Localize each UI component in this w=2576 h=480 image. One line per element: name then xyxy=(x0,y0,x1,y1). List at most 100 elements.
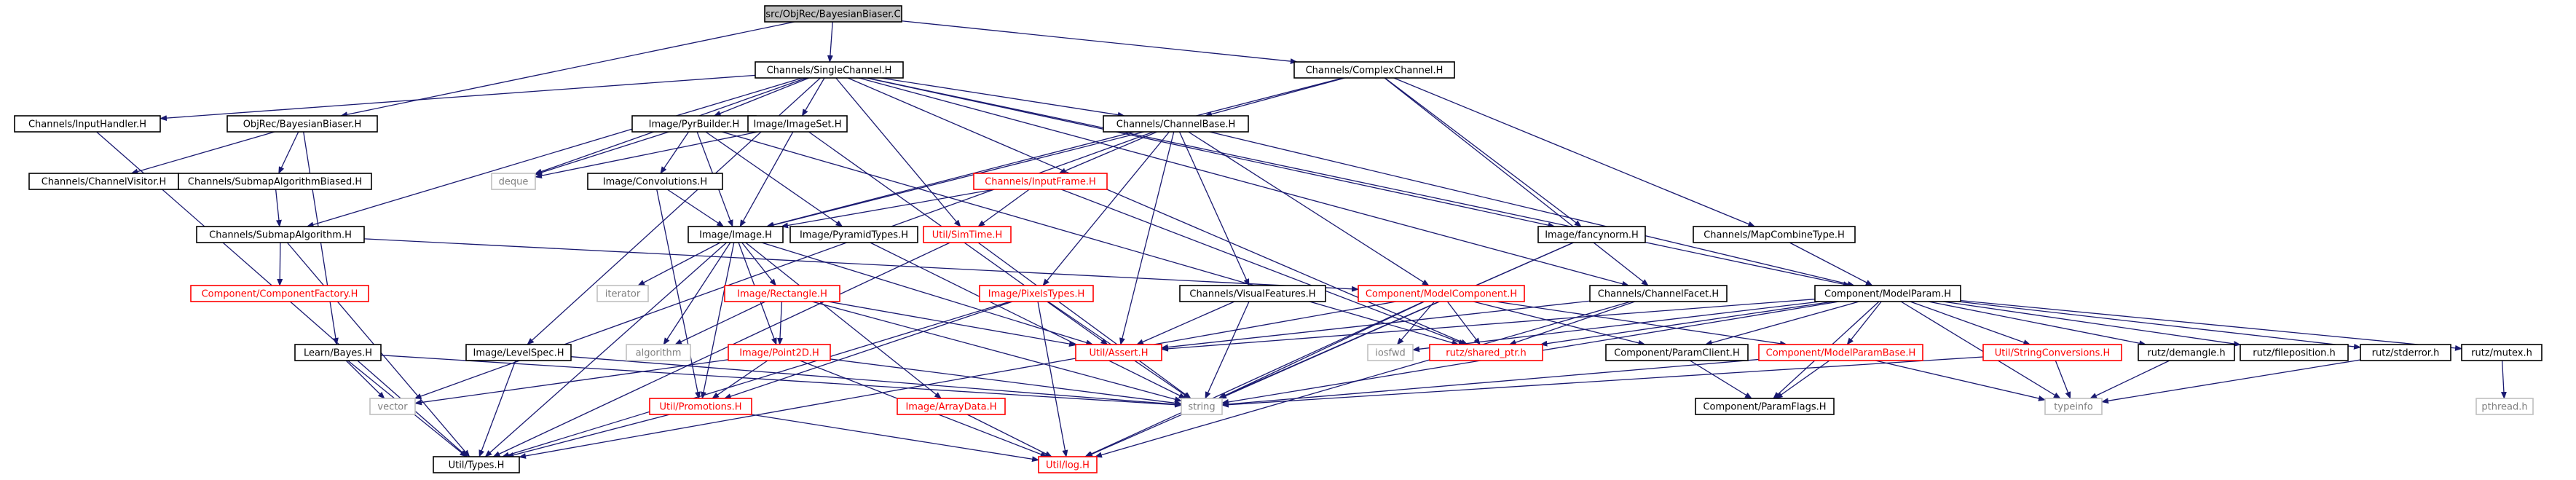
edge-group xyxy=(1960,299,2462,351)
node-learnbayes[interactable]: Learn/Bayes.H xyxy=(294,344,382,361)
node-types[interactable]: Util/Types.H xyxy=(433,456,520,473)
edge-group xyxy=(870,242,1186,399)
edge-group xyxy=(1037,301,1068,457)
edge-singlechannel-to-channelbase xyxy=(881,77,1125,118)
node-box xyxy=(1982,344,2122,361)
edge-inputframe-to-sharedptr xyxy=(1060,189,1466,345)
edge-channelbase-to-modelcomponent xyxy=(1188,131,1430,286)
edge-visualfeatures-to-assert xyxy=(1136,301,1235,345)
node-pixelstypes[interactable]: Image/PixelsTypes.H xyxy=(979,285,1094,302)
edge-imageset-to-image xyxy=(739,131,794,227)
node-label: Image/PixelsTypes.H xyxy=(988,289,1084,300)
edge-group xyxy=(535,131,669,176)
node-objrecbb[interactable]: ObjRec/BayesianBiaser.H xyxy=(227,115,378,133)
node-inputframe[interactable]: Channels/InputFrame.H xyxy=(973,173,1108,190)
edge-group xyxy=(751,414,1039,463)
edge-group xyxy=(275,189,282,227)
node-rectangle[interactable]: Image/Rectangle.H xyxy=(724,285,840,302)
edge-group xyxy=(2089,360,2170,399)
edge-group xyxy=(340,21,795,118)
node-stringconv[interactable]: Util/StringConversions.H xyxy=(1982,344,2122,361)
node-submapalgbiased[interactable]: Channels/SubmapAlgorithmBiased.H xyxy=(178,173,372,190)
edge-root-to-objrecbb xyxy=(340,21,795,118)
edge-group xyxy=(1446,301,1481,345)
node-mapcombinetype[interactable]: Channels/MapCombineType.H xyxy=(1693,226,1856,243)
edge-image-to-assert xyxy=(761,242,1094,346)
node-paramflags[interactable]: Component/ParamFlags.H xyxy=(1695,398,1835,415)
node-fancynorm[interactable]: Image/fancynorm.H xyxy=(1537,226,1646,243)
edge-group xyxy=(1928,301,2147,347)
node-singlechannel[interactable]: Channels/SingleChannel.H xyxy=(755,61,904,79)
node-inputhandler[interactable]: Channels/InputHandler.H xyxy=(14,115,161,133)
node-channelvisitor[interactable]: Channels/ChannelVisitor.H xyxy=(28,173,179,190)
edge-image-to-iterator xyxy=(637,242,721,286)
node-box xyxy=(1358,285,1525,302)
node-assert[interactable]: Util/Assert.H xyxy=(1075,344,1162,361)
edge-group xyxy=(1393,77,1756,227)
edge-levelspec-to-string xyxy=(570,356,1182,408)
edge-modelparam-to-paramclient xyxy=(1704,301,1859,346)
node-visualfeatures[interactable]: Channels/VisualFeatures.H xyxy=(1179,285,1326,302)
edge-channelbase-to-modelparam xyxy=(1209,131,1855,287)
edge-modelcomponent-to-string xyxy=(1218,301,1425,399)
edge-group xyxy=(1136,301,1235,345)
edge-group xyxy=(1875,360,2046,401)
edge-pixelstypes-to-log xyxy=(1037,301,1068,457)
edge-group xyxy=(713,77,810,117)
edge-visualfeatures-to-string xyxy=(1205,301,1250,399)
node-root[interactable]: src/ObjRec/BayesianBiaser.C xyxy=(764,5,902,23)
node-box xyxy=(764,5,902,23)
node-paramclient[interactable]: Component/ParamClient.H xyxy=(1605,344,1749,361)
edge-singlechannel-to-channelfacet xyxy=(859,77,1630,287)
node-simtime[interactable]: Util/SimTime.H xyxy=(923,226,1012,243)
edge-group xyxy=(130,131,275,175)
node-demangle[interactable]: rutz/demangle.h xyxy=(2138,344,2235,361)
node-point2d[interactable]: Image/Point2D.H xyxy=(728,344,831,361)
edge-promotions-to-log xyxy=(751,414,1039,463)
node-pyramidtypes[interactable]: Image/PyramidTypes.H xyxy=(789,226,918,243)
node-mutex[interactable]: rutz/mutex.h xyxy=(2461,344,2542,361)
node-label: Util/Types.H xyxy=(449,460,505,471)
edge-group xyxy=(306,77,803,228)
node-pyrbuilder[interactable]: Image/PyrBuilder.H xyxy=(631,115,757,133)
edge-group xyxy=(1188,131,1430,286)
edge-simtime-to-string xyxy=(977,242,1192,399)
edge-group xyxy=(1789,242,1873,286)
edge-group xyxy=(1209,131,1855,287)
node-levelspec[interactable]: Image/LevelSpec.H xyxy=(465,344,572,361)
node-complexchannel[interactable]: Channels/ComplexChannel.H xyxy=(1293,61,1455,79)
node-image[interactable]: Image/Image.H xyxy=(688,226,784,243)
node-pthread: pthread.h xyxy=(2475,398,2534,415)
node-box xyxy=(1537,226,1646,243)
node-box xyxy=(1695,398,1835,415)
node-label: Channels/ChannelVisitor.H xyxy=(42,177,167,188)
edge-channelbase-to-assert xyxy=(1119,131,1175,345)
node-componentfactory[interactable]: Component/ComponentFactory.H xyxy=(190,285,369,302)
edge-image-to-types xyxy=(484,242,728,457)
node-channelfacet[interactable]: Channels/ChannelFacet.H xyxy=(1589,285,1728,302)
node-vector: vector xyxy=(369,398,416,415)
node-stderror[interactable]: rutz/stderror.h xyxy=(2360,344,2451,361)
node-box xyxy=(2475,398,2534,415)
node-label: Image/ImageSet.H xyxy=(753,119,841,130)
node-imageset[interactable]: Image/ImageSet.H xyxy=(747,115,848,133)
edge-image-to-arraydata xyxy=(745,242,942,399)
edge-rectangle-to-string xyxy=(811,301,1182,402)
edge-stderror-to-typeinfo xyxy=(2101,359,2361,404)
node-arraydata[interactable]: Image/ArrayData.H xyxy=(897,398,1006,415)
node-promotions[interactable]: Util/Promotions.H xyxy=(649,398,752,415)
node-submapalg[interactable]: Channels/SubmapAlgorithm.H xyxy=(196,226,365,243)
node-sharedptr[interactable]: rutz/shared_ptr.h xyxy=(1429,344,1543,361)
edge-group xyxy=(1084,301,1425,457)
node-modelparam[interactable]: Component/ModelParam.H xyxy=(1814,285,1961,302)
node-iterator: iterator xyxy=(596,285,649,302)
node-fileposition[interactable]: rutz/fileposition.h xyxy=(2240,344,2349,361)
edge-image-to-algorithm xyxy=(663,242,731,345)
edge-group xyxy=(1508,301,1636,345)
node-convolutions[interactable]: Image/Convolutions.H xyxy=(587,173,723,190)
node-log[interactable]: Util/log.H xyxy=(1038,456,1098,473)
node-channelbase[interactable]: Channels/ChannelBase.H xyxy=(1103,115,1249,133)
node-label: Learn/Bayes.H xyxy=(304,348,372,359)
node-modelparambase[interactable]: Component/ModelParamBase.H xyxy=(1758,344,1923,361)
node-modelcomponent[interactable]: Component/ModelComponent.H xyxy=(1358,285,1525,302)
